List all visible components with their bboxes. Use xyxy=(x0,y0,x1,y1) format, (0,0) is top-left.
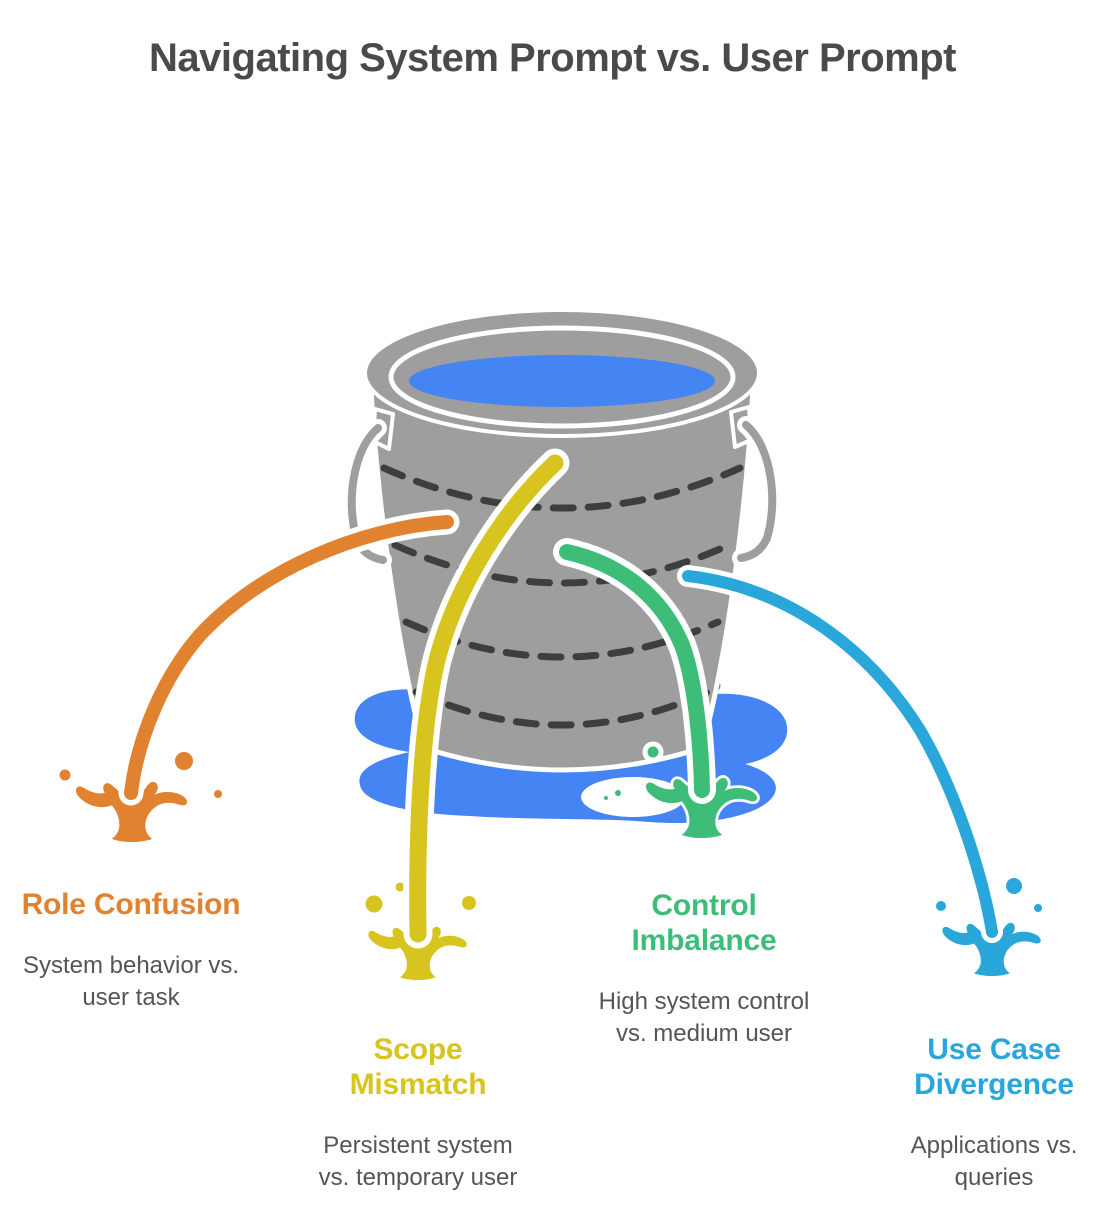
leak-stream-role-confusion xyxy=(124,515,454,800)
bucket-water xyxy=(409,355,715,407)
leak-label-use-case-divergence: Use Case Divergence Applications vs. que… xyxy=(874,1032,1105,1194)
page-title: Navigating System Prompt vs. User Prompt xyxy=(149,36,956,80)
leak-description: High system control vs. medium user xyxy=(598,988,810,1047)
splash-droplet xyxy=(175,752,193,770)
leak-title: Use Case Divergence xyxy=(914,1033,1074,1102)
leak-label-role-confusion: Role Confusion System behavior vs. user … xyxy=(11,887,251,1013)
leak-description: Persistent system vs. temporary user xyxy=(318,1132,518,1191)
splash-droplet xyxy=(59,769,71,781)
splash-crown xyxy=(939,920,1044,979)
leak-description: Applications vs. queries xyxy=(910,1132,1078,1191)
splash-droplet xyxy=(214,790,222,798)
splash-droplet xyxy=(395,882,405,892)
bucket-rim-inner-ring xyxy=(388,325,736,429)
leak-label-control-imbalance: Control Imbalance High system control vs… xyxy=(589,888,819,1050)
splash-droplet xyxy=(615,790,621,796)
splash-droplet xyxy=(642,741,664,763)
dash-line-2 xyxy=(391,541,733,587)
handle-right xyxy=(737,421,777,562)
splash-icon-role-confusion xyxy=(59,752,222,845)
leak-stream-control-imbalance xyxy=(559,544,710,798)
splash-droplet xyxy=(462,896,476,910)
leaking-bucket-icon xyxy=(342,308,782,773)
bucket-body xyxy=(368,385,756,773)
dash-line-4 xyxy=(412,688,712,729)
splash-crown xyxy=(73,779,190,845)
splash-droplet xyxy=(604,796,608,800)
splash-droplet xyxy=(1006,878,1022,894)
leak-stream-use-case-divergence xyxy=(682,570,998,938)
splash-droplet xyxy=(1034,904,1042,912)
leak-label-scope-mismatch: Scope Mismatch Persistent system vs. tem… xyxy=(311,1032,525,1194)
splash-droplet xyxy=(365,895,383,913)
splash-icon-use-case-divergence xyxy=(936,878,1044,979)
leak-title: Control Imbalance xyxy=(631,889,777,958)
dash-line-1 xyxy=(380,464,744,512)
leak-stream-scope-mismatch xyxy=(409,454,564,943)
leak-title: Scope Mismatch xyxy=(349,1033,487,1102)
splash-droplet xyxy=(936,901,946,911)
leak-description: System behavior vs. user task xyxy=(22,952,240,1011)
leak-title: Role Confusion xyxy=(21,888,241,921)
